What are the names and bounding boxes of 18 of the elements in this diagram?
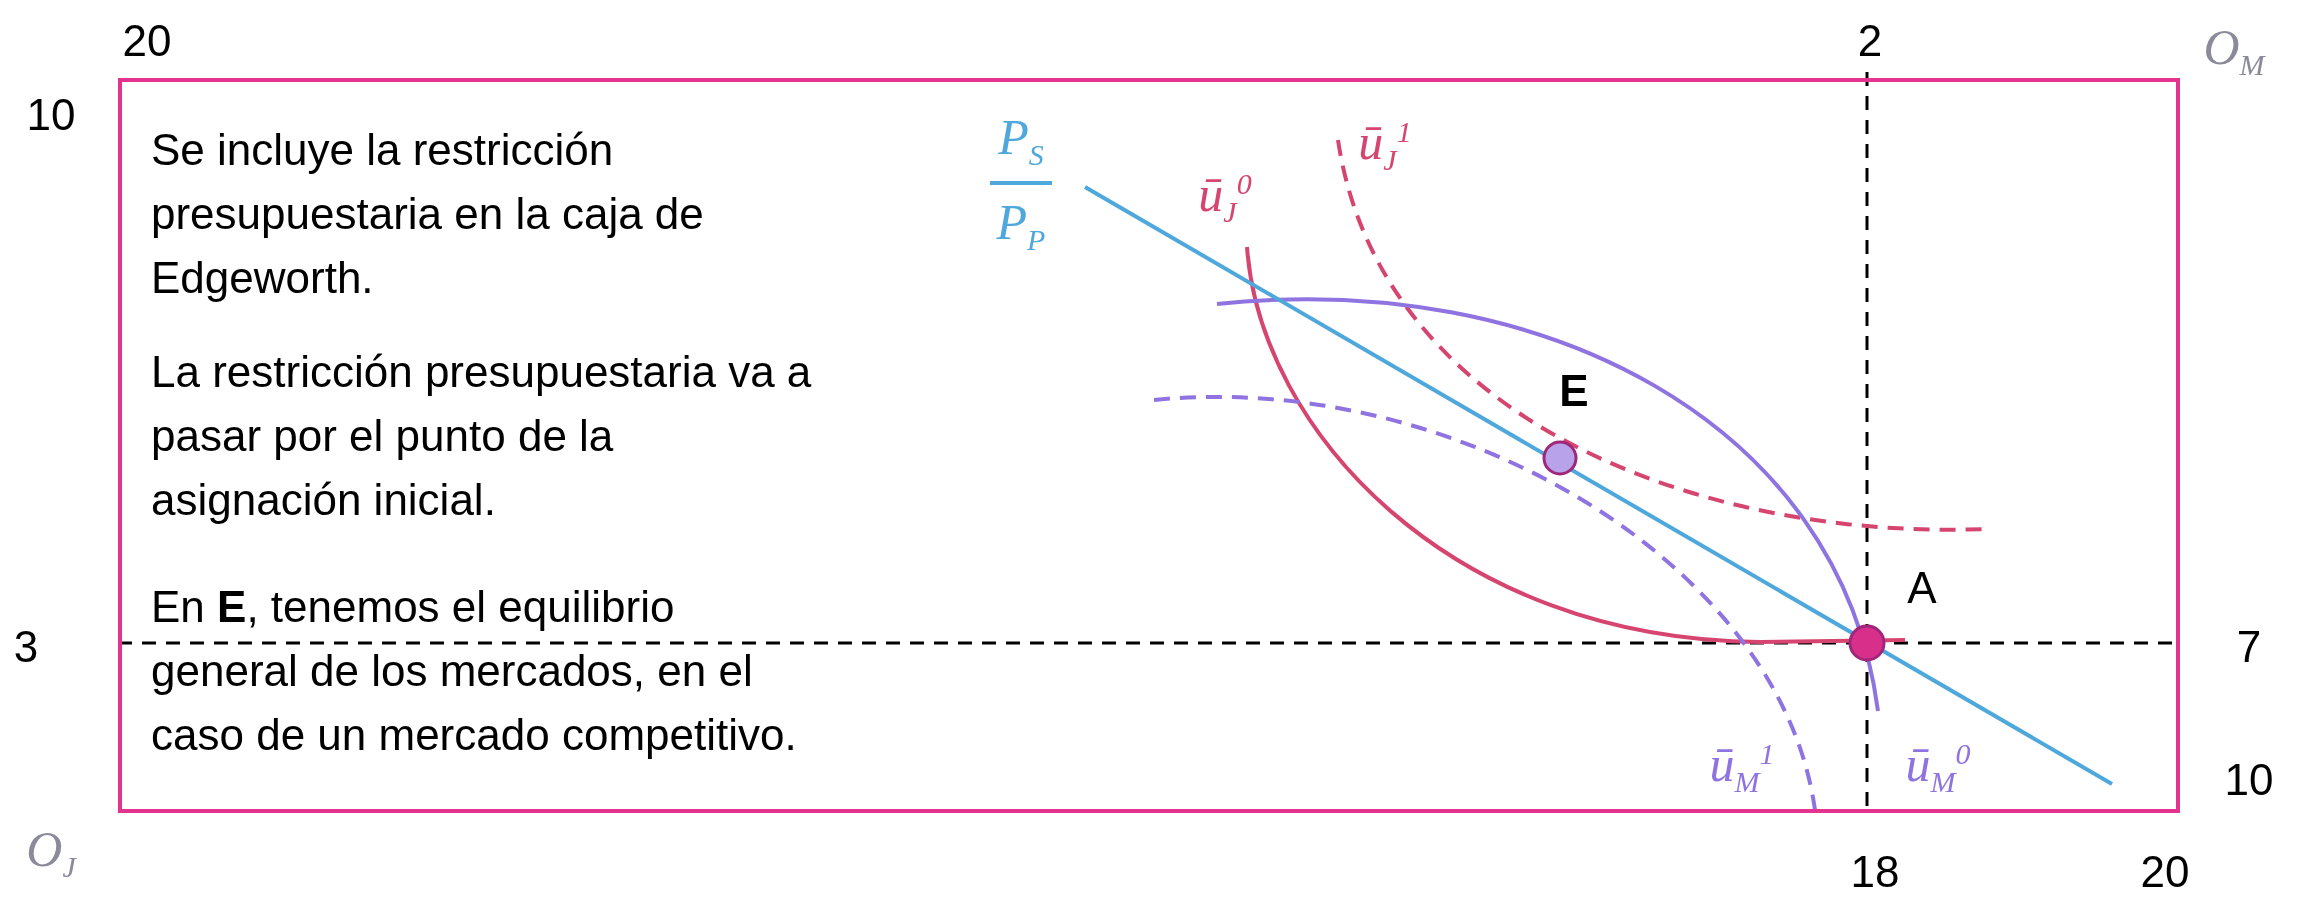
edgeworth-box	[118, 78, 2180, 813]
description-text: La restricción presupuestaria va a pasar por el punto de la asignación inicial.	[151, 346, 813, 526]
description-text: Se incluye la restricción presupuestaria en la caja de Edgeworth.	[151, 124, 705, 304]
curve-label: P$_{S}$	[998, 112, 1044, 170]
axis-value: 20	[122, 19, 172, 63]
axis-value: 20	[2140, 850, 2190, 894]
axis-value: 3	[13, 625, 39, 669]
axis-value: 10	[26, 93, 76, 137]
curve-label: O$_{J}$	[26, 824, 76, 882]
description-text: En E, tenemos el equilibrio general de los mercados, en el caso de un mercado competitivo.	[151, 581, 798, 761]
curve-label: P$_{P}$	[996, 197, 1046, 255]
axis-value: 18	[1850, 850, 1900, 894]
axis-value: 7	[2236, 625, 2262, 669]
curve-label: O$_{M}$	[2203, 22, 2265, 80]
axis-value: 2	[1857, 19, 1883, 63]
point-label: E	[1559, 366, 1589, 416]
point-label: A	[1907, 563, 1937, 613]
axis-value: 10	[2224, 758, 2274, 802]
